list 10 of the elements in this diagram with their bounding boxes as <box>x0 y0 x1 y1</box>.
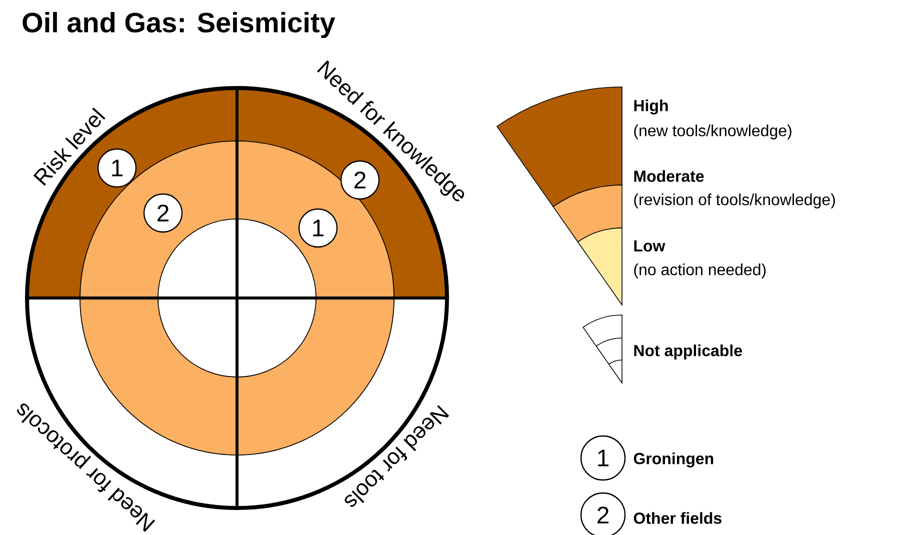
legend-label: Not applicable <box>634 344 742 360</box>
legend-label: Groningen <box>634 452 714 468</box>
legend-label: High <box>634 100 668 114</box>
legend-note: (revision of tools/knowledge) <box>634 194 835 208</box>
legend-label: Other fields <box>634 512 722 524</box>
legend-note: (no action needed) <box>634 264 766 278</box>
legend-note: (new tools/knowledge) <box>634 124 792 140</box>
legend-label: Moderate <box>634 170 704 182</box>
title: Oil and Gas: Seismicity <box>22 12 336 38</box>
legend-label: Low <box>634 240 666 252</box>
